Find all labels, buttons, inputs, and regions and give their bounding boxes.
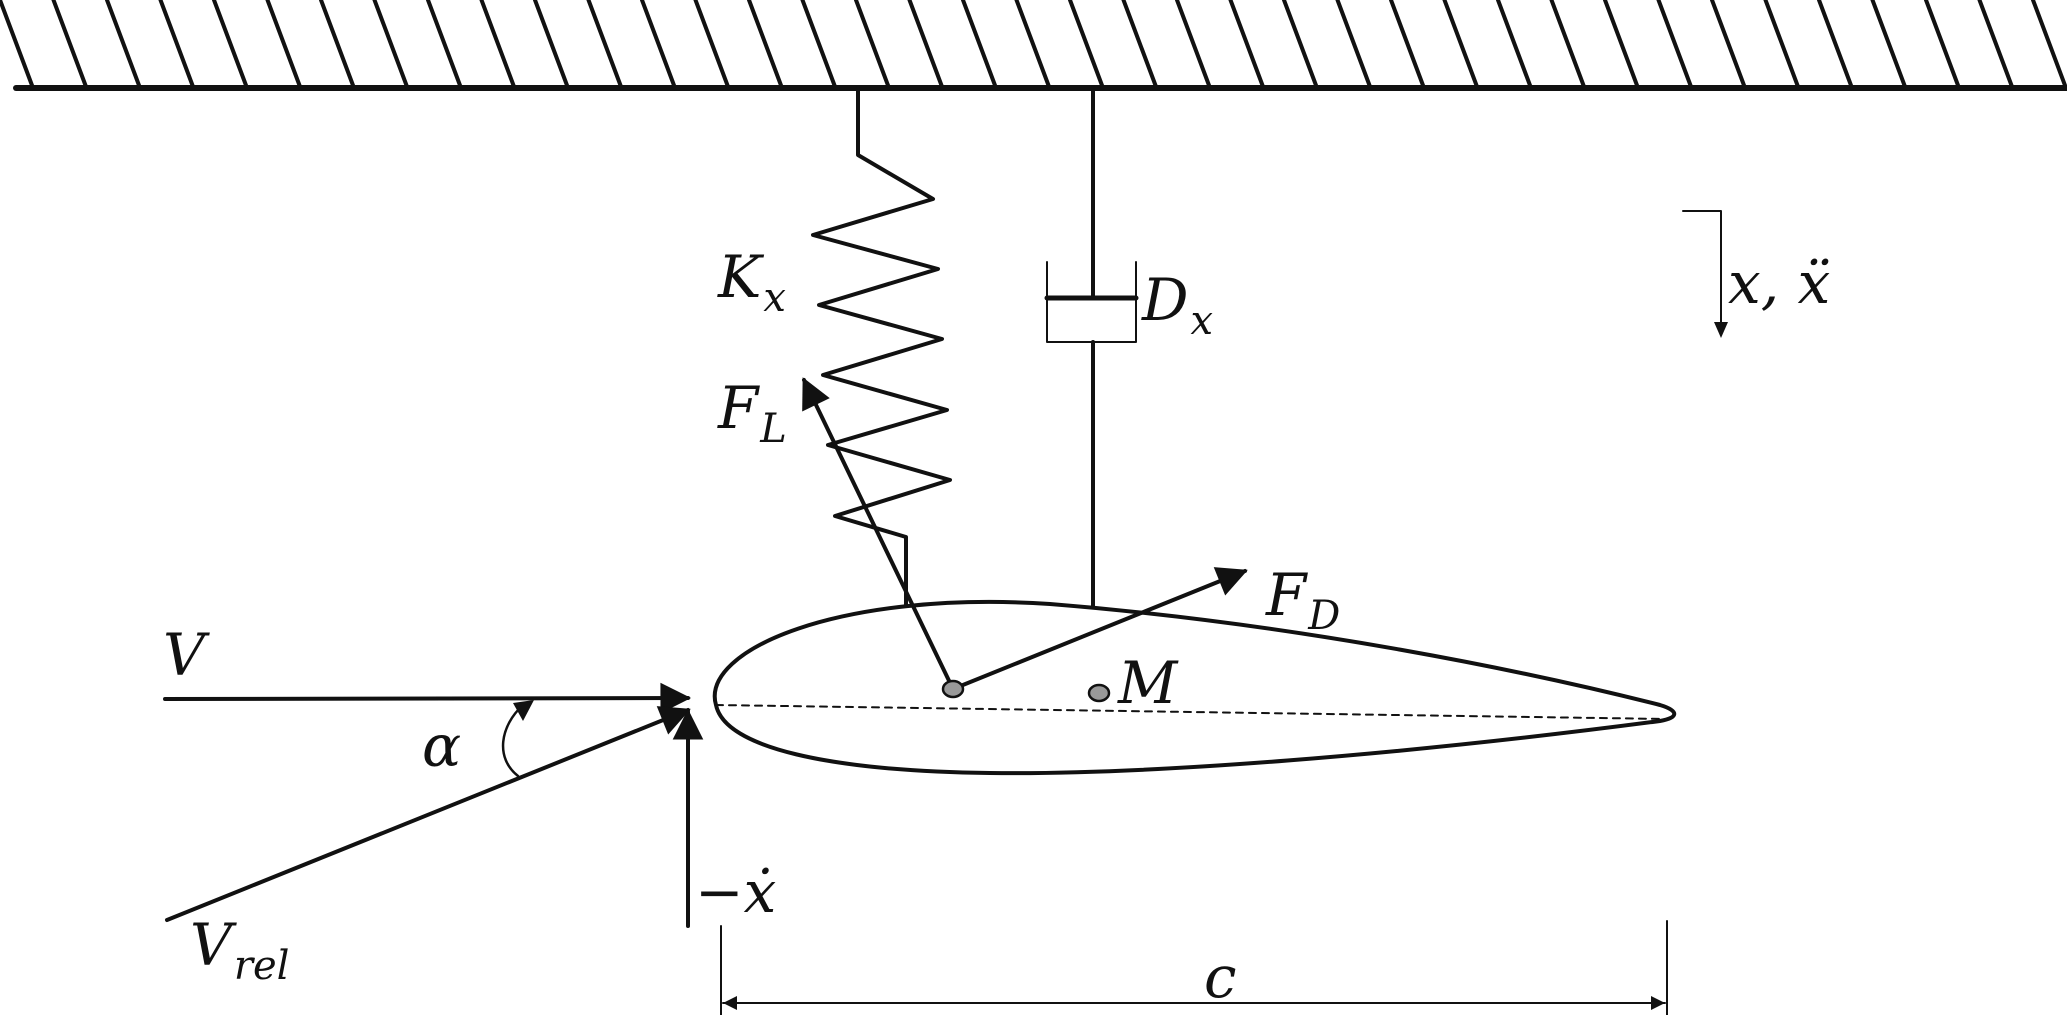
angle-of-attack-label: α (422, 712, 461, 780)
chord-dimension (720, 920, 1668, 1015)
chord-label: c (1204, 943, 1236, 1011)
hatch-line (1389, 0, 1426, 90)
hatch-line (51, 0, 89, 90)
freestream-velocity-label: V (163, 621, 210, 689)
freestream-velocity-arrow (163, 682, 692, 714)
hatch-line (1817, 0, 1854, 90)
hatch-line (158, 0, 196, 90)
hatch-line (1014, 0, 1052, 90)
hatch-line (1228, 0, 1266, 90)
ground-hatching (0, 0, 2067, 90)
hatch-line (1656, 0, 1694, 90)
hatch-line (1442, 0, 1480, 90)
lift-force-label: FL (717, 374, 787, 452)
airfoil (712, 599, 1677, 776)
relative-velocity-arrow (165, 706, 691, 922)
hatch-line (265, 0, 303, 90)
damper (1044, 86, 1139, 609)
hatch-line (1977, 0, 2015, 90)
hatch-line (747, 0, 784, 90)
displacement-direction-indicator (1682, 210, 1728, 338)
drag-force-arrow (951, 567, 1248, 691)
hatch-line (319, 0, 356, 90)
hatch-line (1763, 0, 1801, 90)
hatch-line (1710, 0, 1747, 90)
hatch-line (854, 0, 891, 90)
hatch-line (1549, 0, 1587, 90)
hatch-line (1121, 0, 1159, 90)
hatch-line (1603, 0, 1640, 90)
hatch-line (2031, 0, 2067, 90)
elastic-axis-point (941, 679, 965, 699)
hatch-line (907, 0, 945, 90)
lift-force-arrow (802, 377, 955, 691)
relative-velocity-label: Vrel (190, 911, 289, 989)
hatch-line (640, 0, 677, 90)
plunge-velocity-label: −ẋ (695, 858, 776, 926)
hatch-line (372, 0, 410, 90)
spring-stiffness-label: Kx (717, 243, 786, 321)
chord-line (715, 704, 1668, 720)
hatch-line (1068, 0, 1105, 90)
hatch-line (1870, 0, 1908, 90)
drag-force-label: FD (1265, 561, 1340, 639)
hatch-line (961, 0, 998, 90)
hatch-line (0, 0, 35, 90)
displacement-axis-label: x, ẍ (1728, 249, 1830, 317)
hatch-line (212, 0, 249, 90)
damper-label: Dx (1141, 266, 1213, 344)
hatch-line (105, 0, 142, 90)
angle-of-attack-arc (501, 703, 525, 778)
hatch-line (693, 0, 731, 90)
spring (811, 86, 952, 607)
hatch-line (533, 0, 570, 90)
moment-label: M (1117, 649, 1179, 717)
hatch-line (1924, 0, 1961, 90)
hatch-line (1175, 0, 1212, 90)
hatch-line (479, 0, 517, 90)
angle-of-attack-arrowhead (513, 700, 534, 721)
moment-point (1087, 683, 1111, 703)
hatch-line (1282, 0, 1319, 90)
hatch-line (1335, 0, 1373, 90)
hatch-line (586, 0, 624, 90)
ground-support (0, 0, 2067, 91)
hatch-line (426, 0, 463, 90)
hatch-line (800, 0, 838, 90)
hatch-line (1496, 0, 1533, 90)
